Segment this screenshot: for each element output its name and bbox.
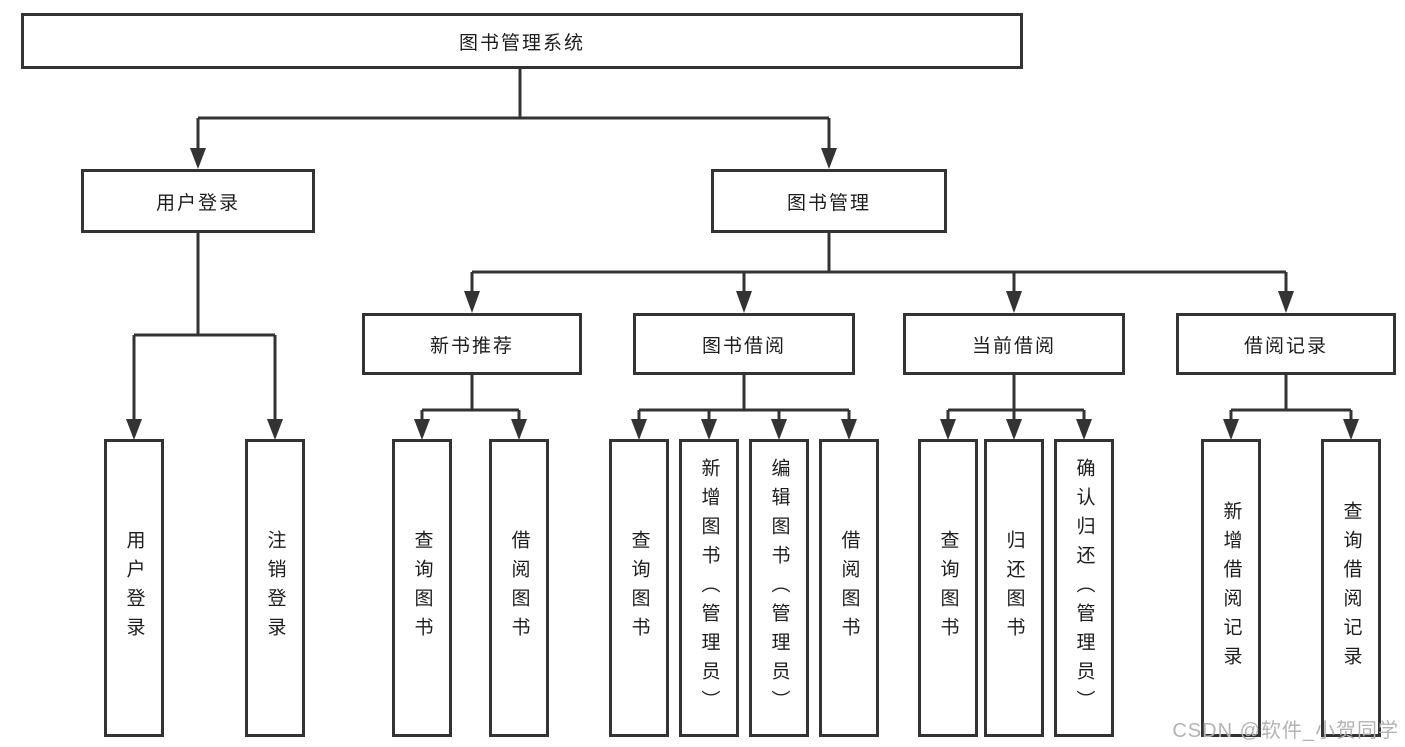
node-label: 确认归还（管理员） (1073, 457, 1095, 719)
leaf-logout-login: 注销登录 (245, 439, 305, 737)
arrowhead (1223, 419, 1239, 440)
arrowhead (841, 419, 857, 440)
leaf-query-books-current: 查询图书 (918, 439, 978, 737)
node-label: 归还图书 (1003, 530, 1025, 646)
arrowhead (511, 419, 527, 440)
node-label: 图书管理系统 (458, 32, 585, 54)
connector-l3-0-to-leaves (420, 375, 521, 421)
node-label: 借阅图书 (508, 530, 530, 646)
node-label: 新增借阅记录 (1220, 501, 1242, 675)
leaf-borrow-books-recommendation: 借阅图书 (489, 439, 549, 737)
arrowhead (414, 419, 430, 440)
node-label: 注销登录 (264, 530, 286, 646)
arrowhead (190, 148, 206, 169)
leaf-confirm-return-admin: 确认归还（管理员） (1054, 439, 1114, 737)
connector-login-to-leaves (132, 233, 277, 421)
arrowhead (126, 419, 142, 440)
arrowhead (940, 419, 956, 440)
leaf-add-books-admin: 新增图书（管理员） (679, 439, 739, 737)
leaf-edit-books-admin: 编辑图书（管理员） (749, 439, 809, 737)
node-book-management: 图书管理 (711, 169, 947, 233)
arrowhead (771, 419, 787, 440)
csdn-watermark: CSDN @软件_小贺同学 (1172, 720, 1399, 742)
node-label: 查询图书 (937, 530, 959, 646)
connector-l3-1-to-leaves (637, 375, 851, 421)
node-label: 借阅图书 (838, 530, 860, 646)
node-label: 当前借阅 (971, 335, 1056, 357)
arrowhead (1076, 419, 1092, 440)
arrowhead (267, 419, 283, 440)
leaf-user-login: 用户登录 (104, 439, 164, 737)
node-user-login: 用户登录 (81, 169, 315, 233)
connector-l3-3-to-leaves (1229, 375, 1353, 421)
leaf-borrow-books-borrowing: 借阅图书 (819, 439, 879, 737)
leaf-query-borrowing-record: 查询借阅记录 (1321, 439, 1381, 737)
leaf-add-borrowing-record: 新增借阅记录 (1201, 439, 1261, 737)
arrowhead (701, 419, 717, 440)
node-label: 图书管理 (786, 192, 871, 214)
node-label: 编辑图书（管理员） (768, 457, 790, 719)
arrowhead (1278, 291, 1294, 313)
node-borrowing-records: 借阅记录 (1176, 313, 1396, 375)
node-label: 用户登录 (155, 192, 240, 214)
node-label: 查询图书 (628, 530, 650, 646)
node-label: 查询借阅记录 (1340, 501, 1362, 675)
connector-mgmt-to-level3 (470, 233, 1288, 293)
node-book-borrowing: 图书借阅 (633, 313, 855, 375)
node-label: 借阅记录 (1243, 335, 1328, 357)
node-label: 查询图书 (411, 530, 433, 646)
connector-root-to-level2 (196, 69, 831, 150)
arrowhead (736, 291, 752, 313)
node-label: 用户登录 (123, 530, 145, 646)
leaf-query-books-borrowing: 查询图书 (609, 439, 669, 737)
arrowhead (1006, 291, 1022, 313)
arrowhead (821, 148, 837, 169)
node-label: 图书借阅 (701, 335, 786, 357)
leaf-query-books-recommendation: 查询图书 (392, 439, 452, 737)
arrowhead (1006, 419, 1022, 440)
connector-l3-2-to-leaves (946, 375, 1086, 421)
node-new-book-recommendation: 新书推荐 (362, 313, 582, 375)
leaf-return-books: 归还图书 (984, 439, 1044, 737)
node-current-borrowing: 当前借阅 (903, 313, 1125, 375)
node-library-management-system: 图书管理系统 (21, 13, 1023, 69)
node-label: 新书推荐 (429, 335, 514, 357)
node-label: 新增图书（管理员） (698, 457, 720, 719)
arrowhead (464, 291, 480, 313)
arrowhead (1343, 419, 1359, 440)
arrowhead (631, 419, 647, 440)
